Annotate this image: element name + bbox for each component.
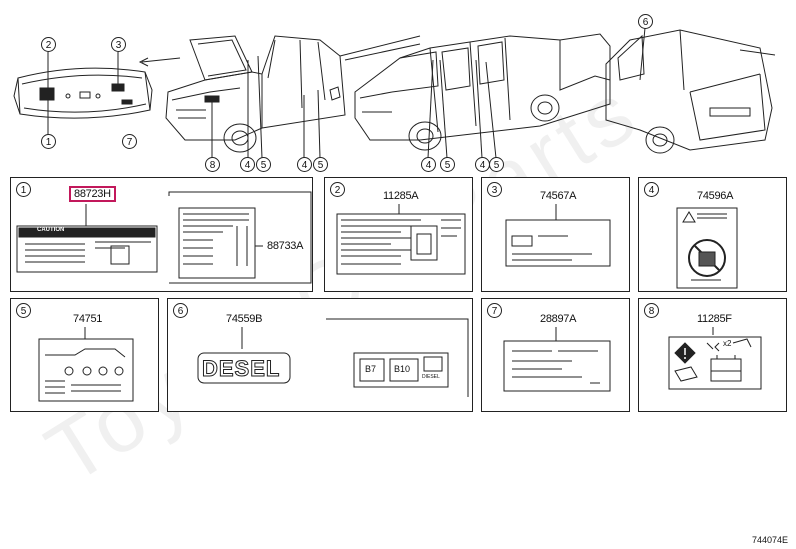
part-number-88723H[interactable]: 88723H	[69, 186, 116, 202]
part-number-11285A[interactable]: 11285A	[383, 190, 419, 202]
panel-index: 1	[16, 182, 31, 197]
truck-open-hood-drawing	[165, 35, 421, 159]
b7-label: B7	[365, 364, 377, 374]
callout-4: 4	[240, 157, 255, 172]
part-number-28897A[interactable]: 28897A	[540, 313, 577, 325]
diesel-emblem-text: DESEL	[201, 356, 281, 382]
panel-index: 5	[16, 303, 31, 318]
panel-index: 4	[644, 182, 659, 197]
callout-3: 3	[111, 37, 126, 52]
callout-4: 4	[475, 157, 490, 172]
part-number-74559B[interactable]: 74559B	[226, 313, 263, 325]
panel-8: 8 11285F x2	[638, 298, 787, 412]
truck-rear-drawing	[605, 27, 776, 154]
callout-5: 5	[256, 157, 271, 172]
emission-label-drawing	[336, 204, 466, 275]
caution-text: CAUTION	[37, 227, 65, 233]
part-number-74751[interactable]: 74751	[73, 313, 103, 325]
part-number-88733A[interactable]: 88733A	[267, 240, 304, 252]
callout-5: 5	[489, 157, 504, 172]
fuel-warning-label-drawing	[668, 327, 762, 390]
panel-5: 5 74751	[10, 298, 159, 412]
callout-8: 8	[205, 157, 220, 172]
callout-6: 6	[638, 14, 653, 29]
callout-5: 5	[313, 157, 328, 172]
hood-underside-drawing	[13, 52, 181, 136]
b10-label: B10	[394, 364, 411, 374]
panel-6: 6 74559B DESEL B7 B10 DIESEL	[167, 298, 473, 412]
callout-4: 4	[297, 157, 312, 172]
panel-3: 3 74567A	[481, 177, 630, 292]
part-number-11285F[interactable]: 11285F	[697, 313, 732, 325]
x2-label: x2	[723, 339, 732, 348]
caution-label-drawing	[16, 191, 312, 284]
panel-1: 1 88723H CAUTION 88733A	[10, 177, 313, 292]
panel-2: 2 11285A	[324, 177, 473, 292]
callout-2: 2	[41, 37, 56, 52]
jack-label-drawing	[38, 327, 134, 402]
panel-index: 2	[330, 182, 345, 197]
diesel-fuel-label: DIESEL	[422, 374, 440, 380]
callout-7: 7	[122, 134, 137, 149]
tire-label-drawing	[505, 204, 611, 267]
truck-side-drawing	[354, 33, 611, 159]
callout-5: 5	[440, 157, 455, 172]
callout-1: 1	[41, 134, 56, 149]
panel-4: 4 74596A	[638, 177, 787, 292]
part-number-74596A[interactable]: 74596A	[697, 190, 734, 202]
panel-7: 7 28897A	[481, 298, 630, 412]
battery-label-drawing	[503, 327, 611, 392]
panel-index: 6	[173, 303, 188, 318]
callout-4: 4	[421, 157, 436, 172]
panel-index: 3	[487, 182, 502, 197]
panel-index: 8	[644, 303, 659, 318]
warning-pictogram-drawing	[676, 207, 738, 289]
panel-index: 7	[487, 303, 502, 318]
figure-id: 744074E	[751, 535, 788, 545]
part-number-74567A[interactable]: 74567A	[540, 190, 577, 202]
emblem-drawing	[197, 318, 469, 397]
